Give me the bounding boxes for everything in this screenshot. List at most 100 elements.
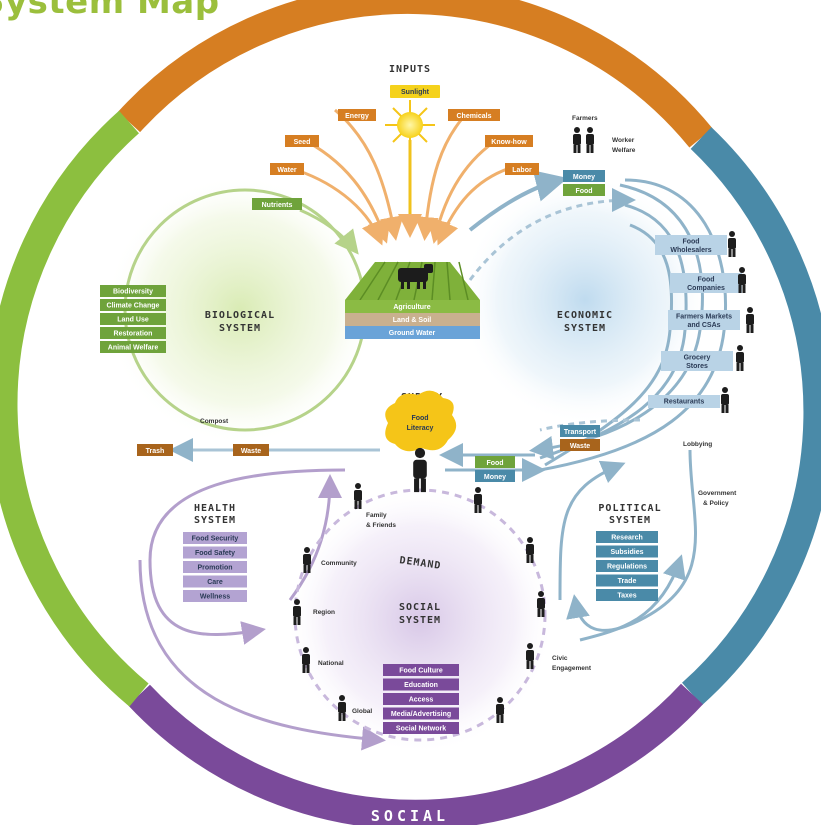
- supply-chain-box: [668, 310, 740, 330]
- person-icon: [721, 387, 729, 413]
- biological-item-label: Restoration: [114, 331, 153, 338]
- political-item-label: Trade: [618, 578, 637, 585]
- food-literacy-1: Food: [411, 415, 428, 422]
- health-item-box: [183, 561, 247, 573]
- supply-chain-label: and CSAs: [687, 322, 720, 329]
- cow-icon: [398, 264, 433, 289]
- ring-social-segment: [128, 683, 703, 830]
- supply-chain-box: [655, 235, 727, 255]
- health-item-label: Wellness: [200, 594, 230, 601]
- social-item-label: Access: [409, 697, 434, 704]
- health-item-box: [183, 546, 247, 559]
- person-icon: [302, 647, 310, 673]
- supply-chain-label: Restaurants: [664, 399, 705, 406]
- political-item-box: [596, 531, 658, 543]
- person-icon: [303, 547, 311, 573]
- economic-blob: [460, 175, 710, 425]
- worker-label: Worker: [612, 137, 635, 144]
- center-food-label: Food: [486, 460, 503, 467]
- lobbying-label: Lobbying: [683, 441, 712, 448]
- ring-farming-segment: [117, 0, 713, 148]
- social-item-box: [383, 722, 459, 734]
- biological-title-2: SYSTEM: [219, 323, 261, 334]
- health-item-box: [183, 590, 247, 602]
- biological-blob: [105, 175, 375, 445]
- ring-economic-segment: [682, 127, 821, 706]
- ring-label-farming: FARMING: [363, 21, 457, 42]
- person-icon: [413, 447, 427, 493]
- compost-label: Compost: [200, 418, 229, 425]
- person-icon: [496, 697, 504, 723]
- supply-chain-box: [670, 273, 742, 293]
- ring-label-economic: ECONOMIC: [776, 368, 794, 472]
- person-icon: [526, 643, 534, 669]
- person-icon: [537, 591, 545, 617]
- input-labor: Labor: [512, 167, 532, 174]
- supply-chain-label: Grocery: [684, 355, 711, 362]
- social-item-label: Education: [404, 682, 438, 689]
- supply-chain-label: Food: [697, 277, 714, 284]
- input-labels: Sunlight Energy Chemicals Seed Know-how …: [270, 85, 539, 175]
- social-item-box: [383, 693, 459, 705]
- welfare-label: Welfare: [612, 147, 636, 154]
- center-money-label: Money: [484, 474, 506, 481]
- person-icon: [736, 345, 744, 371]
- page-title: System Map: [0, 0, 220, 22]
- economic-food-label: Food: [575, 188, 592, 195]
- food-literacy-badge: [385, 390, 457, 452]
- social-items: Community Region National Global Civic E…: [313, 560, 592, 734]
- political-item-box: [596, 545, 658, 558]
- person-icon: [573, 127, 581, 153]
- agriculture-block: Agriculture Land & Soil Ground Water: [345, 261, 480, 339]
- input-sunlight: Sunlight: [401, 89, 430, 96]
- economic-money-label: Money: [573, 174, 595, 181]
- political-title-2: SYSTEM: [609, 515, 651, 526]
- political-item-box: [596, 574, 658, 587]
- person-icon: [728, 231, 736, 257]
- health-item-box: [183, 575, 247, 588]
- civic-label-2: Engagement: [552, 665, 592, 672]
- political-arrows: [558, 449, 698, 642]
- economic-cycle-path: [468, 170, 568, 232]
- ground-water-label: Ground Water: [389, 330, 436, 337]
- health-item-label: Promotion: [198, 565, 233, 572]
- nutrient-arrow: [299, 208, 359, 255]
- health-item-label: Care: [207, 579, 223, 586]
- economic-dashed-return: [539, 418, 641, 432]
- trash-label: Trash: [146, 448, 165, 455]
- input-know-how: Know-how: [491, 139, 527, 146]
- political-item-label: Subsidies: [610, 549, 643, 556]
- political-item-box: [596, 589, 658, 601]
- ring-environmental-segment: [0, 110, 149, 707]
- social-blob: [285, 485, 555, 755]
- health-item-box: [183, 532, 247, 544]
- person-icon: [526, 537, 534, 563]
- health-title-2: SYSTEM: [194, 515, 236, 526]
- political-items: Lobbying Government & Policy ResearchSub…: [596, 441, 737, 601]
- input-water: Water: [277, 167, 296, 174]
- social-item-box: [383, 678, 459, 691]
- person-icon: [738, 267, 746, 293]
- ring-label-environmental: ENVIRONMENTAL: [32, 327, 50, 496]
- food-literacy-2: Literacy: [407, 425, 434, 432]
- people-icons: [293, 127, 754, 723]
- agriculture-label: Agriculture: [393, 304, 430, 311]
- ring-label-social: SOCIAL: [371, 807, 449, 825]
- input-seed: Seed: [294, 139, 311, 146]
- land-soil-label: Land & Soil: [393, 317, 432, 324]
- nutrients-label: Nutrients: [262, 202, 293, 209]
- person-icon: [354, 483, 362, 509]
- economic-title-1: ECONOMIC: [557, 310, 613, 321]
- biological-item-box: [100, 285, 166, 297]
- national-label: National: [318, 660, 344, 667]
- biological-item-label: Land Use: [117, 317, 149, 324]
- center-waste-label: Waste: [241, 448, 261, 455]
- biological-item-box: [100, 299, 166, 311]
- political-item-box: [596, 560, 658, 572]
- region-label: Region: [313, 609, 335, 616]
- social-item-label: Food Culture: [399, 668, 443, 675]
